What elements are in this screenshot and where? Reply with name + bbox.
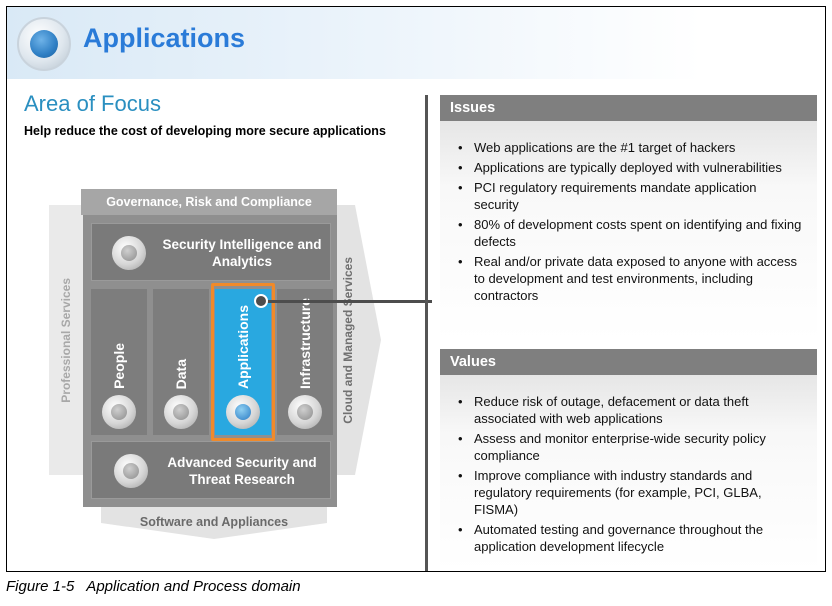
value-item: Reduce risk of outage, defacement or dat… xyxy=(456,393,803,427)
issue-item: PCI regulatory requirements mandate appl… xyxy=(456,179,803,213)
section-divider xyxy=(425,95,428,571)
cloud-services-label: Cloud and Managed Services xyxy=(341,256,355,424)
values-heading: Values xyxy=(440,349,817,375)
focus-title: Area of Focus xyxy=(24,91,161,116)
issues-panel: Web applications are the #1 target of ha… xyxy=(440,121,817,341)
figure-frame: Applications Area of Focus Help reduce t… xyxy=(6,6,826,572)
issue-item: 80% of development costs spent on identi… xyxy=(456,216,803,250)
data-lock-icon xyxy=(164,395,198,429)
focus-subtitle: Help reduce the cost of developing more … xyxy=(24,124,386,138)
analytics-icon xyxy=(112,236,146,270)
issue-item: Real and/or private data exposed to anyo… xyxy=(456,253,803,304)
software-appliances-arrow xyxy=(101,501,327,539)
cloud-services-arrow xyxy=(335,205,381,475)
column-data: Data xyxy=(153,289,209,435)
professional-services-panel xyxy=(49,205,83,475)
figure-caption: Figure 1-5 Application and Process domai… xyxy=(6,578,301,595)
column-people: People xyxy=(91,289,147,435)
issues-heading: Issues xyxy=(440,95,817,121)
page-title: Applications xyxy=(83,23,246,53)
connector-dot xyxy=(254,294,268,308)
advanced-security-label: Advanced Security and Threat Research xyxy=(167,455,317,487)
column-data-label: Data xyxy=(173,358,189,389)
security-framework-diagram: Professional Services Cloud and Managed … xyxy=(45,171,385,541)
column-people-label: People xyxy=(111,343,127,389)
software-appliances-label: Software and Appliances xyxy=(139,515,289,529)
applications-icon xyxy=(226,395,260,429)
values-panel: Reduce risk of outage, defacement or dat… xyxy=(440,375,817,571)
column-infrastructure: Infrastructure xyxy=(277,289,333,435)
column-applications: Applications xyxy=(215,289,271,435)
professional-services-label: Professional Services xyxy=(59,277,73,403)
issue-item: Web applications are the #1 target of ha… xyxy=(456,139,803,156)
issue-item: Applications are typically deployed with… xyxy=(456,159,803,176)
applications-highlight-outline xyxy=(211,283,275,441)
infrastructure-icon xyxy=(288,395,322,429)
advanced-security-block: Advanced Security and Threat Research xyxy=(91,441,331,499)
header-band: Applications xyxy=(7,7,825,79)
column-infrastructure-label: Infrastructure xyxy=(297,297,313,389)
value-item: Assess and monitor enterprise-wide secur… xyxy=(456,430,803,464)
security-framework-logo-icon xyxy=(17,17,71,71)
shield-icon xyxy=(114,454,148,488)
governance-bar: Governance, Risk and Compliance xyxy=(81,189,337,215)
connector-line xyxy=(262,300,432,303)
value-item: Improve compliance with industry standar… xyxy=(456,467,803,518)
security-intelligence-block: Security Intelligence and Analytics xyxy=(91,223,331,281)
people-icon xyxy=(102,395,136,429)
security-intelligence-label: Security Intelligence and Analytics xyxy=(162,237,322,269)
value-item: Automated testing and governance through… xyxy=(456,521,803,555)
